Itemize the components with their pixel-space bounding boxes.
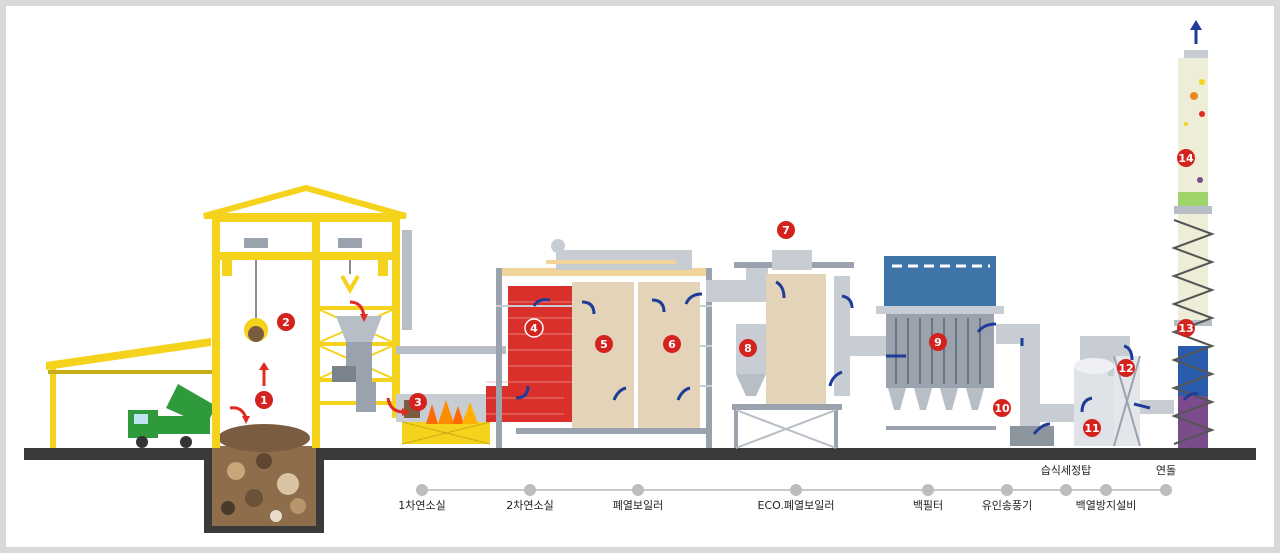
crane-grab-icon (244, 318, 268, 342)
process-marker-1-label: 1 (260, 394, 268, 407)
crane-grab-open-icon (340, 275, 360, 295)
waste-flow-red-arrowheads-icon (242, 314, 410, 424)
waste-pit (204, 424, 324, 533)
label-induced-draft-fan: 유인송풍기 (982, 499, 1033, 512)
process-marker-8: 8 (739, 339, 757, 357)
process-marker-14-label: 14 (1178, 152, 1194, 165)
timeline-dot-7 (1060, 484, 1072, 496)
process-marker-11-label: 11 (1084, 422, 1099, 435)
timeline-dot-2 (524, 484, 536, 496)
process-marker-9-label: 9 (934, 336, 942, 349)
process-marker-4-label: 4 (530, 322, 538, 335)
process-marker-6-label: 6 (668, 338, 676, 351)
cyclone-unit (736, 324, 766, 396)
duct-boiler-to-eco (706, 264, 768, 302)
process-marker-4: 4 (524, 318, 544, 338)
process-marker-10-label: 10 (994, 402, 1010, 415)
process-marker-12: 12 (1117, 359, 1135, 377)
timeline-dot-8 (1100, 484, 1112, 496)
label-bag-filter: 백필터 (913, 499, 943, 512)
secondary-combustion-chamber (486, 286, 572, 422)
timeline-dot-5 (922, 484, 934, 496)
process-marker-7-label: 7 (782, 224, 790, 237)
process-marker-10: 10 (993, 399, 1011, 417)
label-secondary-combustion: 2차연소실 (506, 499, 553, 512)
process-marker-2: 2 (277, 313, 295, 331)
incineration-process-diagram: 1 2 3 4 5 6 7 8 9 10 11 12 (24, 20, 1256, 533)
label-stack: 연돌 (1156, 464, 1176, 477)
feed-hopper (332, 316, 382, 412)
garbage-truck (128, 384, 216, 448)
process-marker-3-label: 3 (414, 396, 422, 409)
process-marker-5: 5 (595, 335, 613, 353)
process-marker-8-label: 8 (744, 342, 752, 355)
timeline-dot-6 (1001, 484, 1013, 496)
diagram-frame: 1 2 3 4 5 6 7 8 9 10 11 12 (6, 6, 1274, 547)
label-wet-scrubber: 습식세정탑 (1041, 464, 1092, 477)
label-primary-combustion: 1차연소실 (398, 499, 445, 512)
process-timeline: 1차연소실 2차연소실 폐열보일러 ECO.폐열보일러 백필터 유인송풍기 습식… (398, 464, 1176, 512)
stack (1171, 50, 1215, 448)
process-marker-13: 13 (1177, 319, 1195, 337)
process-marker-13-label: 13 (1178, 322, 1193, 335)
process-marker-1: 1 (255, 391, 273, 409)
process-marker-12-label: 12 (1118, 362, 1133, 375)
storage-shed (46, 338, 213, 448)
label-waste-heat-boiler: 폐열보일러 (613, 498, 664, 512)
process-marker-14: 14 (1177, 149, 1195, 167)
process-marker-9: 9 (929, 333, 947, 351)
label-plume-prevention: 백열방지설비 (1076, 499, 1137, 512)
process-marker-2-label: 2 (282, 316, 290, 329)
timeline-dot-1 (416, 484, 428, 496)
process-marker-5-label: 5 (600, 338, 608, 351)
ground-line (24, 448, 1256, 460)
process-marker-3: 3 (409, 393, 427, 411)
waste-heat-boiler (496, 239, 712, 448)
process-marker-11: 11 (1083, 419, 1101, 437)
induced-draft-fan (996, 324, 1084, 446)
label-eco-waste-heat-boiler: ECO.폐열보일러 (758, 498, 835, 512)
timeline-dot-3 (632, 484, 644, 496)
process-marker-7: 7 (777, 221, 795, 239)
gas-flow-blue-arrow-icon (515, 280, 1199, 435)
timeline-dot-4 (790, 484, 802, 496)
eco-waste-heat-boiler (732, 250, 886, 449)
process-marker-6: 6 (663, 335, 681, 353)
timeline-dot-9 (1160, 484, 1172, 496)
exhaust-up-arrow-icon (1190, 20, 1202, 44)
